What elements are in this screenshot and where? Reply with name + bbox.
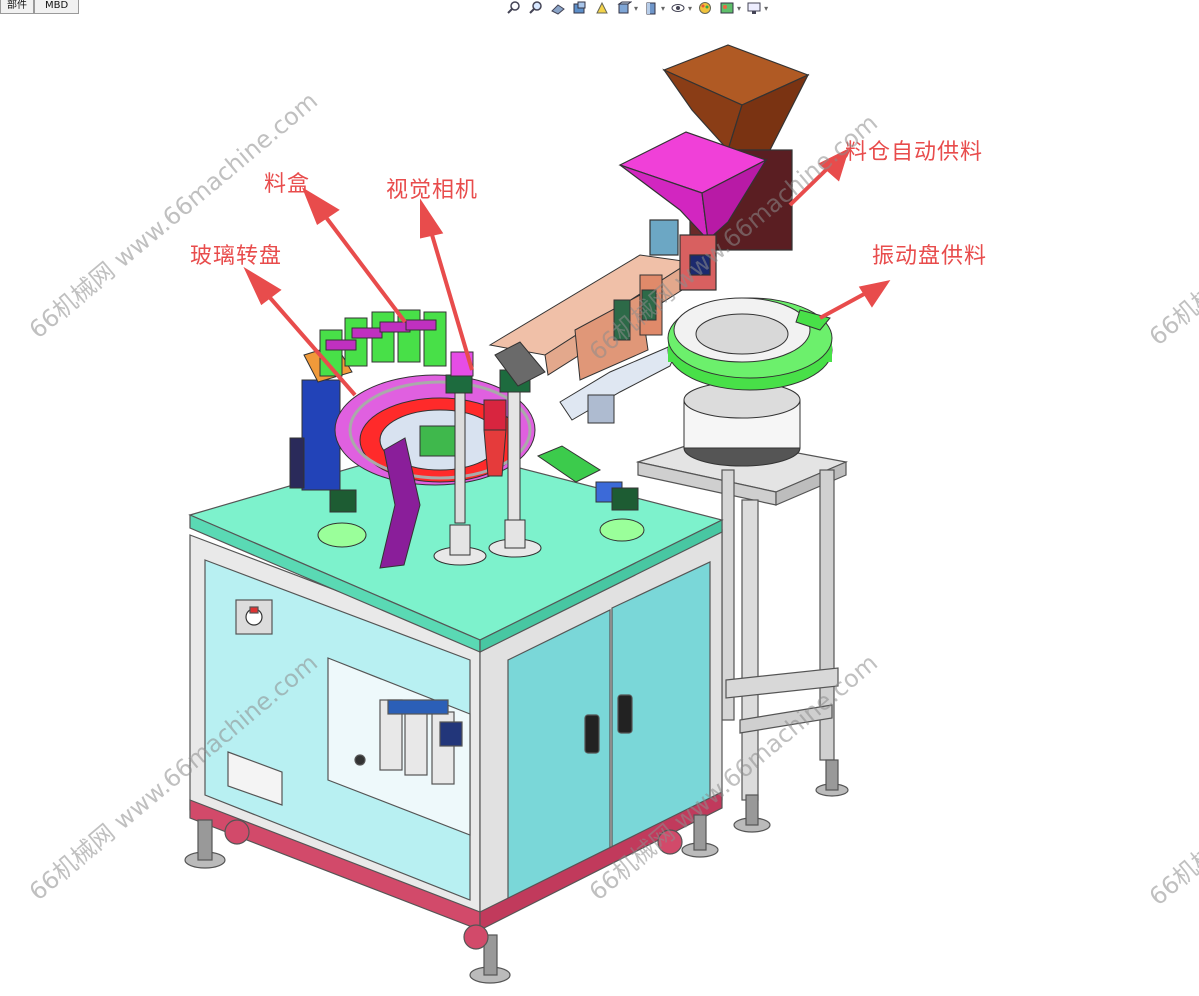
edit-appearance-icon[interactable] [696,1,714,15]
callout-material-box: 料盒 [264,172,311,197]
apply-scene-icon[interactable] [718,1,736,15]
zoom-fit-icon[interactable] [505,1,523,15]
chevron-down-icon[interactable]: ▾ [661,3,666,13]
display-style-icon[interactable] [642,1,660,15]
chevron-down-icon[interactable]: ▾ [688,3,693,13]
glass-turntable-assembly [289,309,645,569]
dynamic-annotation-icon[interactable] [593,1,611,15]
previous-view-icon[interactable] [549,1,567,15]
view-settings-icon[interactable] [745,1,763,15]
callout-glass-turntable: 玻璃转盘 [190,244,283,269]
main-cabinet [184,444,724,984]
hopper-feeder [618,44,810,291]
callout-vibratory-bowl-feed: 振动盘供料 [872,244,988,269]
vibratory-bowl-feeder [667,297,833,467]
tab-bar: 部件 MBD [0,0,80,14]
view-orientation-icon[interactable] [615,1,633,15]
linear-feed-track [488,254,692,424]
tab-mbd[interactable]: MBD [34,0,80,14]
zoom-area-icon[interactable] [527,1,545,15]
chevron-down-icon[interactable]: ▾ [634,3,639,13]
chevron-down-icon[interactable]: ▾ [764,3,769,13]
section-view-icon[interactable] [571,1,589,15]
hide-show-icon[interactable] [669,1,687,15]
tab-parts[interactable]: 部件 [0,0,34,14]
chevron-down-icon[interactable]: ▾ [737,3,742,13]
callout-vision-camera: 视觉相机 [386,178,479,203]
callout-arrows [243,148,891,397]
heads-up-view-toolbar: ▾ ▾ ▾ ▾ ▾ [505,0,768,16]
callout-hopper-feed: 料仓自动供料 [845,140,984,165]
